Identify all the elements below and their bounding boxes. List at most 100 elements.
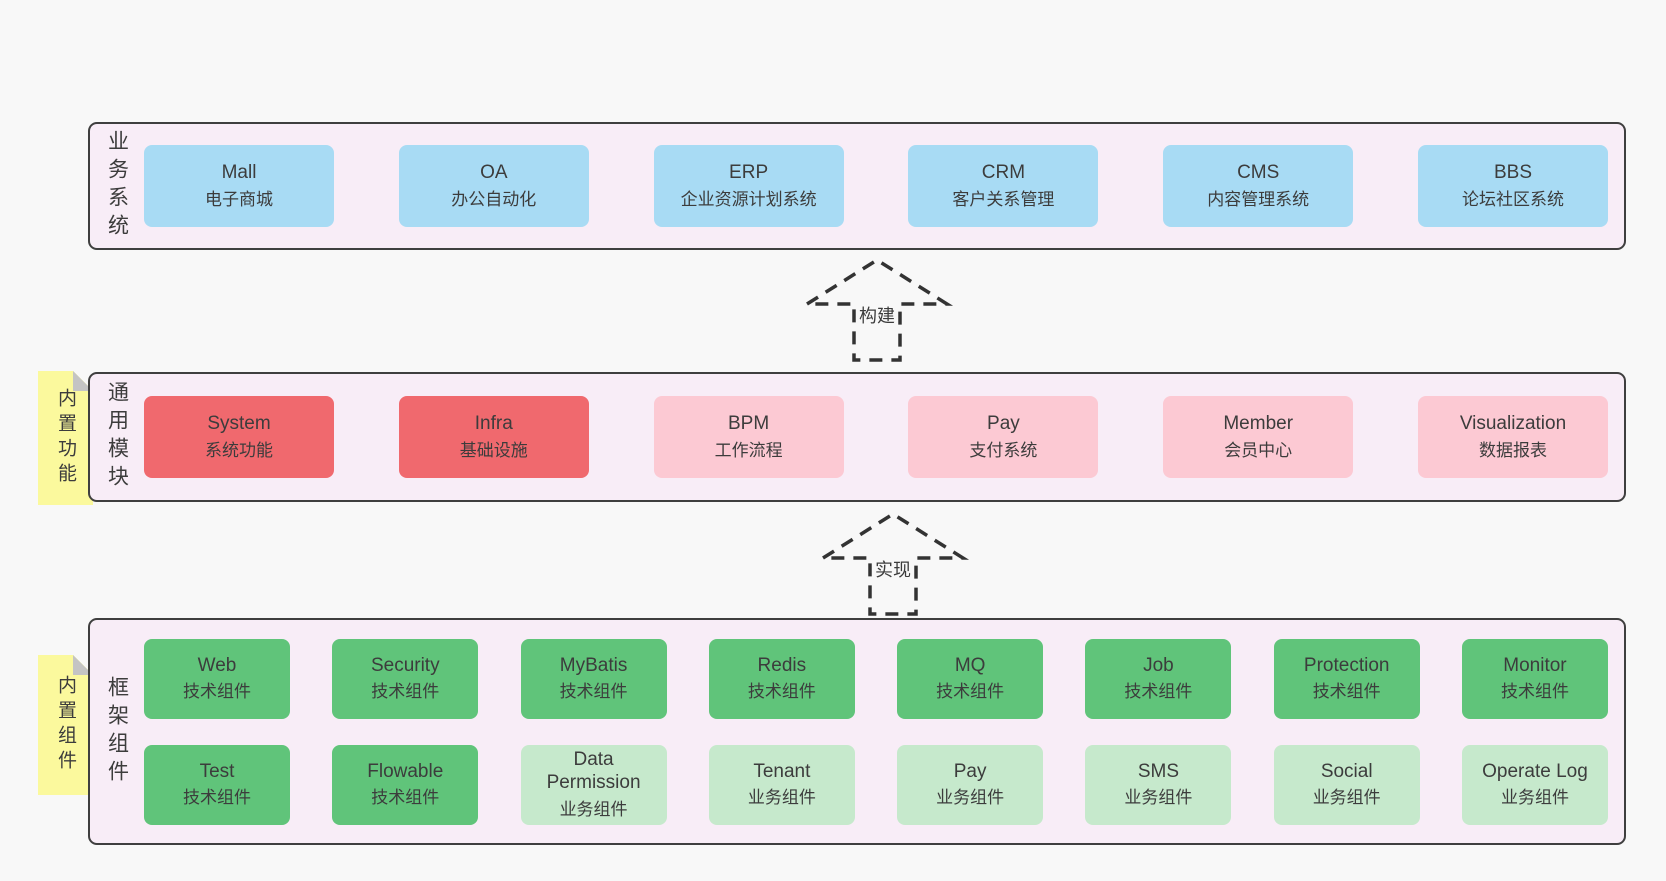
node-title: Job: [1143, 654, 1174, 676]
node-title: Security: [370, 654, 440, 676]
section-label-components: 框架组件: [105, 675, 129, 788]
node-title: Social: [1320, 760, 1373, 782]
node-bpm: BPM 工作流程: [653, 396, 844, 478]
node-redis: Redis 技术组件: [708, 638, 855, 719]
node-monitor: Monitor 技术组件: [1461, 638, 1608, 719]
node-title: MQ: [954, 654, 986, 676]
sticky-label: 内置功能: [55, 388, 76, 488]
node-subtitle: 数据报表: [1478, 441, 1547, 461]
section-label-modules: 通用模块: [105, 381, 129, 493]
section-label-wrap: 框架组件: [90, 620, 144, 843]
arrow-implement-label: 实现: [872, 560, 914, 582]
node-subtitle: 技术组件: [1312, 682, 1381, 702]
node-subtitle: 技术组件: [371, 788, 440, 808]
node-subtitle: 电子商城: [205, 190, 273, 210]
sticky-built-in-components: 内置组件: [38, 655, 93, 795]
node-subtitle: 技术组件: [936, 682, 1005, 702]
node-title: Data Permission: [546, 748, 641, 794]
node-title: Operate Log: [1482, 760, 1588, 782]
node-title: Protection: [1303, 654, 1390, 676]
node-system: System 系统功能: [144, 396, 334, 478]
node-job: Job 技术组件: [1085, 638, 1232, 719]
node-title: Tenant: [753, 760, 811, 782]
node-subtitle: 业务组件: [1124, 788, 1193, 808]
node-title: BPM: [728, 412, 770, 434]
node-crm: CRM 客户关系管理: [908, 145, 1099, 227]
node-title: Test: [199, 760, 235, 782]
node-operate-log: Operate Log 业务组件: [1461, 744, 1608, 825]
node-web: Web 技术组件: [144, 638, 290, 719]
node-title: Mall: [221, 161, 257, 183]
section-label-wrap: 业务系统: [90, 124, 144, 248]
arrow-build: 构建: [797, 252, 957, 364]
node-subtitle: 业务组件: [559, 800, 628, 820]
node-subtitle: 技术组件: [559, 682, 628, 702]
section-label-business: 业务系统: [105, 130, 129, 242]
section-business-systems: 业务系统 Mall 电子商城 OA 办公自动化 ERP 企业资源计划系统 CRM…: [88, 122, 1626, 250]
node-tenant: Tenant 业务组件: [708, 744, 855, 825]
node-infra: Infra 基础设施: [398, 396, 589, 478]
node-subtitle: 工作流程: [714, 441, 783, 461]
node-subtitle: 办公自动化: [451, 190, 537, 210]
node-title: Member: [1223, 412, 1294, 434]
business-boxes: Mall 电子商城 OA 办公自动化 ERP 企业资源计划系统 CRM 客户关系…: [144, 145, 1624, 227]
node-title: Visualization: [1459, 412, 1567, 434]
node-subtitle: 客户关系管理: [952, 190, 1055, 210]
sticky-built-in-features: 内置功能: [38, 371, 93, 505]
node-subtitle: 技术组件: [183, 682, 251, 702]
section-label-wrap: 通用模块: [90, 374, 144, 500]
node-subtitle: 技术组件: [183, 788, 251, 808]
node-subtitle: 企业资源计划系统: [680, 190, 817, 210]
node-mybatis: MyBatis 技术组件: [520, 638, 667, 719]
node-title: SMS: [1137, 760, 1179, 782]
node-test: Test 技术组件: [144, 744, 290, 825]
node-mall: Mall 电子商城: [144, 145, 334, 227]
node-title: Web: [197, 654, 237, 676]
node-title: BBS: [1493, 161, 1532, 183]
node-title: ERP: [729, 161, 769, 183]
node-subtitle: 内容管理系统: [1207, 190, 1310, 210]
node-subtitle: 系统功能: [205, 441, 273, 461]
arrow-implement: 实现: [813, 506, 973, 618]
node-flowable: Flowable 技术组件: [332, 744, 479, 825]
component-row-2: Test 技术组件 Flowable 技术组件 Data Permission …: [144, 744, 1608, 825]
node-subtitle: 会员中心: [1224, 441, 1293, 461]
node-title: OA: [480, 161, 508, 183]
node-title: MyBatis: [559, 654, 628, 676]
node-subtitle: 技术组件: [747, 682, 816, 702]
node-pay-component: Pay 业务组件: [897, 744, 1044, 825]
node-subtitle: 支付系统: [969, 441, 1038, 461]
component-rows: Web 技术组件 Security 技术组件 MyBatis 技术组件 Redi…: [144, 638, 1624, 825]
arrow-build-label: 构建: [856, 306, 898, 328]
node-bbs: BBS 论坛社区系统: [1417, 145, 1608, 227]
node-data-permission: Data Permission 业务组件: [520, 744, 667, 825]
node-title: Infra: [474, 412, 513, 434]
node-sms: SMS 业务组件: [1085, 744, 1232, 825]
node-title: Pay: [987, 412, 1020, 434]
node-subtitle: 基础设施: [459, 441, 528, 461]
node-cms: CMS 内容管理系统: [1163, 145, 1354, 227]
module-boxes: System 系统功能 Infra 基础设施 BPM 工作流程 Pay 支付系统…: [144, 396, 1624, 478]
node-oa: OA 办公自动化: [398, 145, 589, 227]
node-subtitle: 业务组件: [747, 788, 816, 808]
node-subtitle: 技术组件: [1500, 682, 1569, 702]
node-subtitle: 论坛社区系统: [1461, 190, 1564, 210]
component-row-1: Web 技术组件 Security 技术组件 MyBatis 技术组件 Redi…: [144, 638, 1608, 719]
node-mq: MQ 技术组件: [897, 638, 1044, 719]
node-title: Pay: [953, 760, 987, 782]
node-title: Flowable: [367, 760, 444, 782]
node-title: CMS: [1237, 161, 1280, 183]
section-common-modules: 通用模块 System 系统功能 Infra 基础设施 BPM 工作流程 Pay…: [88, 372, 1626, 502]
node-pay-module: Pay 支付系统: [908, 396, 1099, 478]
node-member: Member 会员中心: [1163, 396, 1354, 478]
node-protection: Protection 技术组件: [1273, 638, 1420, 719]
node-title: Redis: [757, 654, 807, 676]
dashed-up-arrow-icon: [816, 511, 970, 616]
node-erp: ERP 企业资源计划系统: [653, 145, 844, 227]
node-subtitle: 业务组件: [1500, 788, 1569, 808]
node-title: Monitor: [1503, 654, 1567, 676]
node-title: CRM: [981, 161, 1026, 183]
node-subtitle: 技术组件: [1124, 682, 1193, 702]
node-security: Security 技术组件: [332, 638, 479, 719]
